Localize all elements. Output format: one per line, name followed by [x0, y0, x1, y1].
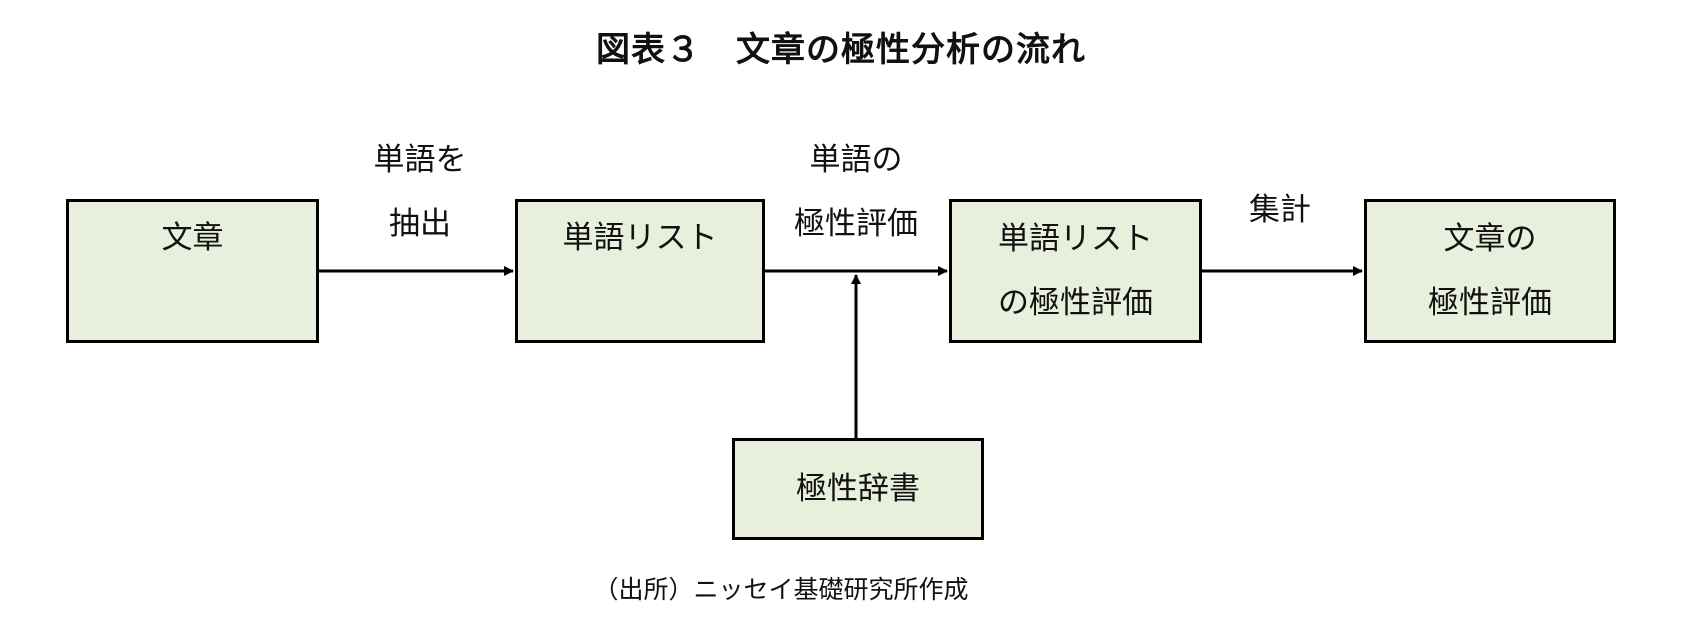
source-note: （出所）ニッセイ基礎研究所作成: [593, 575, 969, 604]
node-word-list-polarity-line2: の極性評価: [998, 285, 1153, 321]
edge-label-extract: 単語を 抽出: [345, 128, 495, 256]
node-word-list: 単語リスト: [515, 199, 765, 343]
edge-label-extract-line2: 抽出: [389, 206, 451, 242]
node-document: 文章: [66, 199, 319, 343]
node-document-polarity: 文章の 極性評価: [1364, 199, 1616, 343]
edge-label-aggregate-text: 集計: [1249, 192, 1311, 228]
edge-label-extract-line1: 単語を: [373, 142, 467, 178]
node-word-list-polarity: 単語リスト の極性評価: [949, 199, 1202, 343]
node-word-list-polarity-line1: 単語リスト: [998, 221, 1153, 257]
edge-label-evaluate-line1: 単語の: [809, 142, 903, 178]
node-document-polarity-line2: 極性評価: [1428, 285, 1552, 321]
edge-label-aggregate: 集計: [1220, 178, 1340, 242]
node-polarity-dictionary-label: 極性辞書: [796, 471, 920, 507]
edge-label-evaluate-line2: 極性評価: [794, 206, 918, 242]
diagram-title: 図表３ 文章の極性分析の流れ: [596, 30, 1086, 70]
node-document-label: 文章: [161, 220, 224, 256]
node-word-list-label: 単語リスト: [562, 220, 718, 256]
edge-label-evaluate: 単語の 極性評価: [776, 128, 936, 256]
node-document-polarity-line1: 文章の: [1443, 221, 1537, 257]
node-polarity-dictionary: 極性辞書: [732, 438, 984, 540]
